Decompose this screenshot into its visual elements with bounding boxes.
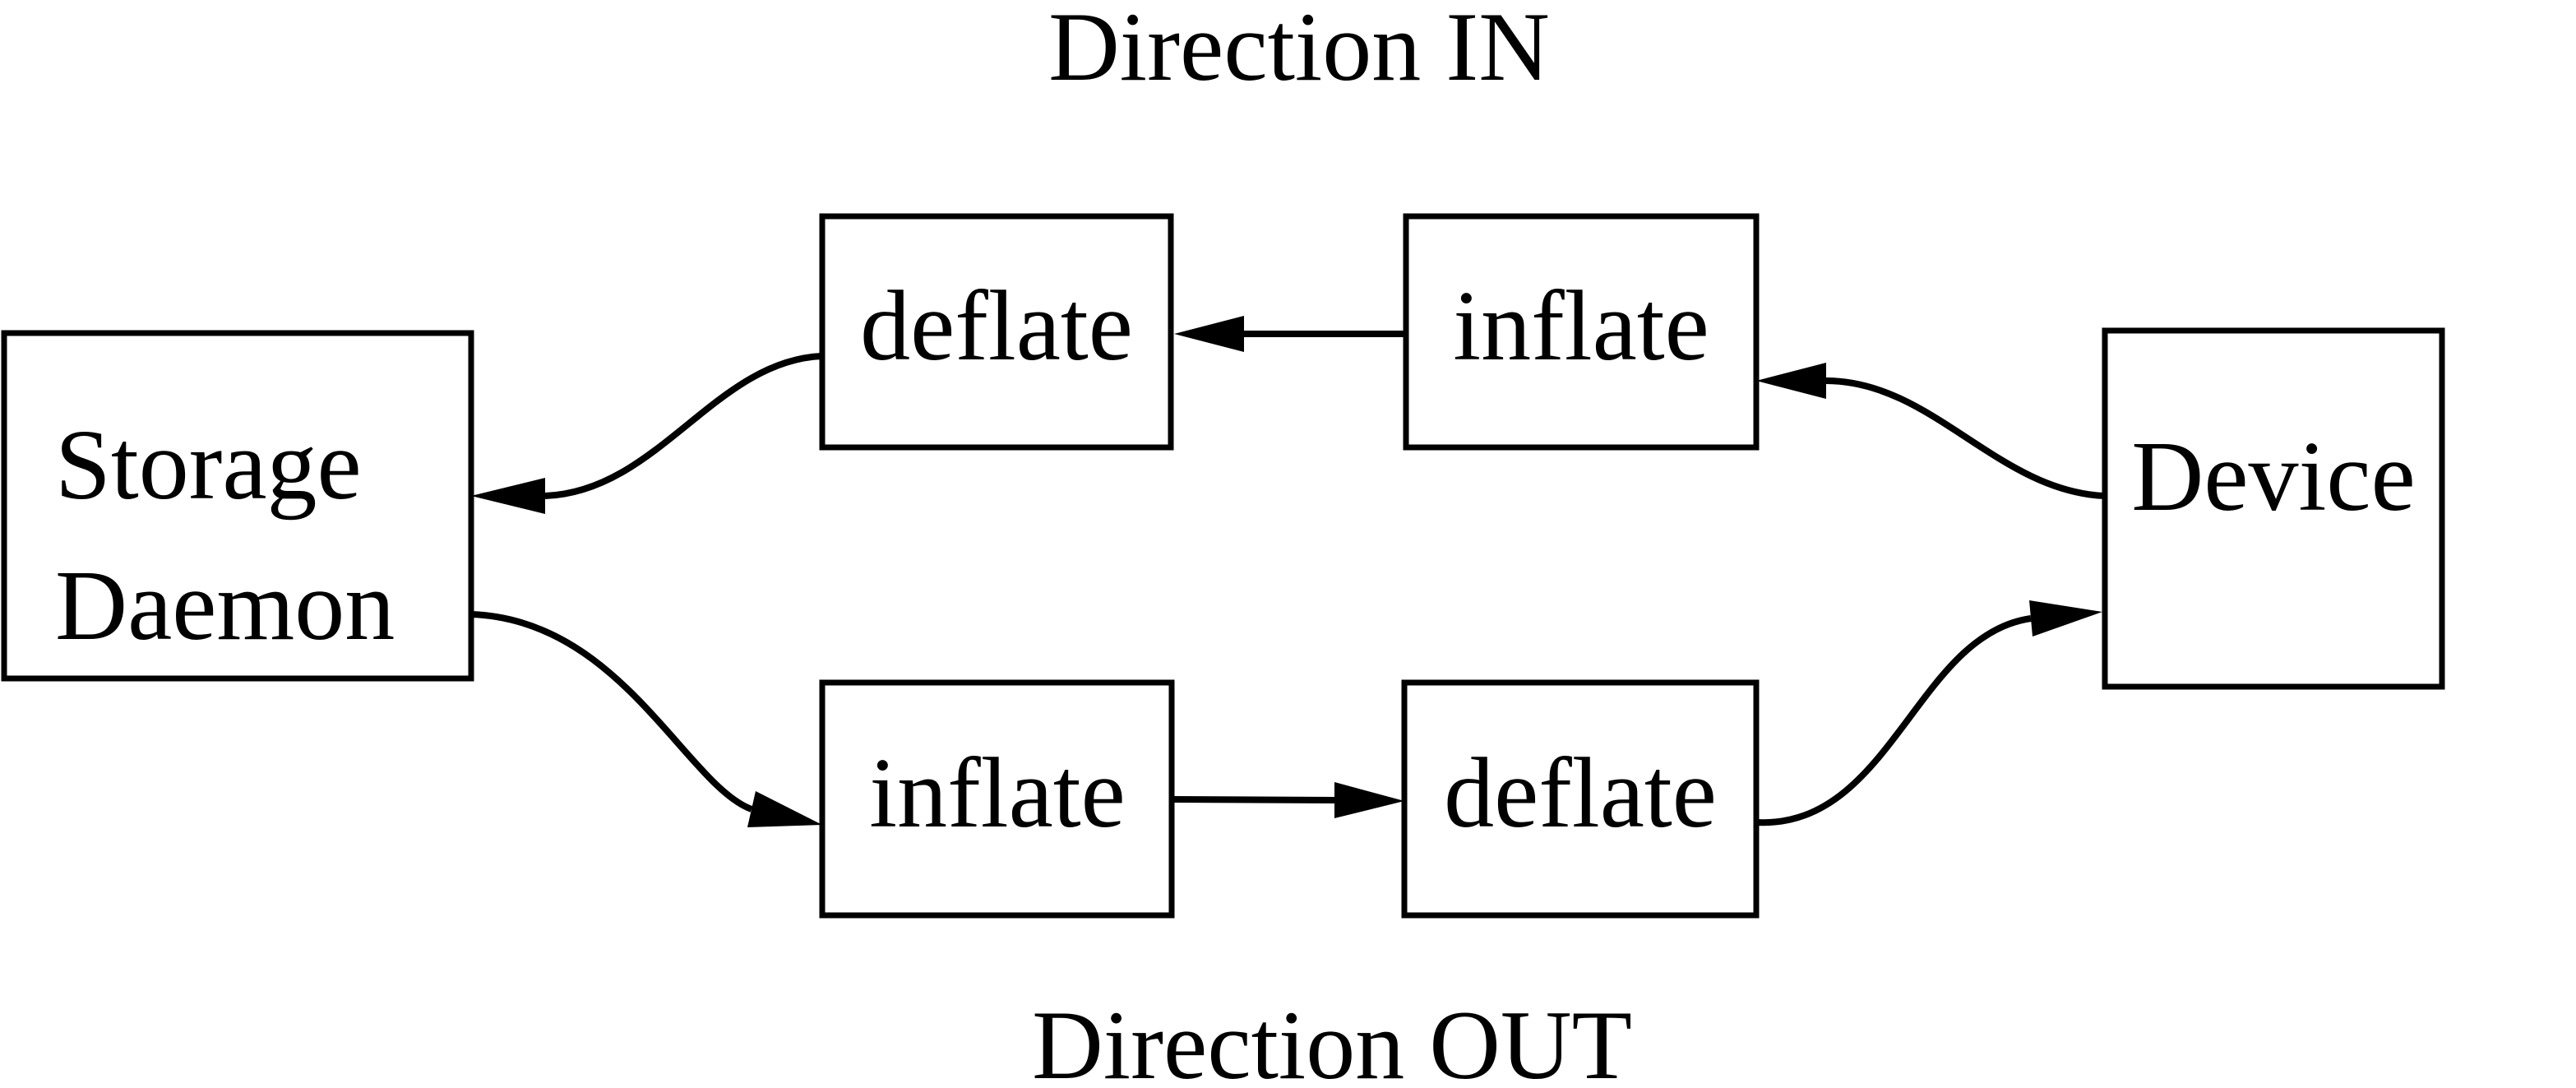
- arrow-device-to-inflate-in-head: [1756, 363, 1826, 399]
- inflate-in-node: inflate: [1403, 213, 1760, 451]
- storage-daemon-label-line2: Daemon: [55, 550, 395, 661]
- inflate-out-label: inflate: [869, 738, 1126, 849]
- arrow-deflate-in-to-storage-daemon-head: [471, 478, 545, 514]
- arrow-inflate-in-to-deflate-in-head: [1174, 316, 1244, 352]
- storage-daemon-label-line1: Storage: [55, 410, 362, 521]
- arrow-inflate-out-to-deflate-out: [1171, 782, 1404, 818]
- arrow-deflate-out-to-device-head: [2029, 600, 2102, 637]
- deflate-out-node: deflate: [1401, 679, 1760, 919]
- arrow-device-to-inflate-in-line: [1825, 377, 2106, 499]
- arrow-storage-daemon-to-inflate-out: [470, 611, 822, 827]
- device-label: Device: [2131, 421, 2415, 532]
- direction-in-title: Direction IN: [1048, 0, 1550, 101]
- inflate-in-box: [1403, 213, 1760, 451]
- arrow-deflate-out-to-device: [1755, 600, 2102, 826]
- inflate-out-box: [819, 679, 1175, 919]
- storage-daemon-node: Storage Daemon: [1, 330, 474, 682]
- arrow-deflate-in-to-storage-daemon: [471, 353, 823, 514]
- deflate-in-box: [819, 213, 1174, 451]
- arrow-device-to-inflate-in: [1756, 363, 2106, 499]
- deflate-in-label: deflate: [860, 271, 1133, 382]
- arrow-storage-daemon-to-inflate-out-line: [470, 611, 753, 813]
- arrow-inflate-in-to-deflate-in: [1174, 316, 1406, 352]
- arrow-inflate-out-to-deflate-out-head: [1334, 782, 1404, 818]
- arrow-inflate-out-to-deflate-out-line: [1171, 796, 1335, 803]
- inflate-out-node: inflate: [819, 679, 1175, 919]
- direction-out-title: Direction OUT: [1032, 990, 1632, 1088]
- arrow-deflate-in-to-storage-daemon-line: [544, 353, 823, 499]
- deflate-in-node: deflate: [819, 213, 1174, 451]
- device-node: Device: [2102, 327, 2445, 690]
- inflate-in-label: inflate: [1453, 271, 1709, 382]
- storage-daemon-box: [1, 330, 474, 682]
- arrow-storage-daemon-to-inflate-out-head: [747, 791, 822, 827]
- device-box: [2102, 327, 2445, 690]
- deflate-out-label: deflate: [1444, 738, 1717, 849]
- deflate-out-box: [1401, 679, 1760, 919]
- arrow-deflate-out-to-device-line: [1755, 615, 2032, 826]
